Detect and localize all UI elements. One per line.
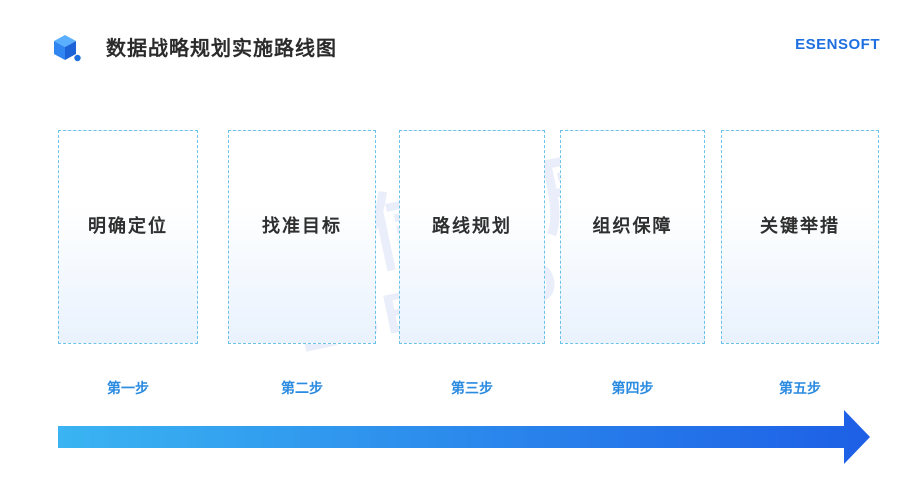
brand-logo: ESENSOFT bbox=[795, 36, 880, 53]
step-label-5: 第五步 bbox=[779, 381, 821, 397]
step-box-4: 组织保障 bbox=[560, 130, 705, 344]
page-title: 数据战略规划实施路线图 bbox=[106, 36, 337, 60]
step-label-3: 第三步 bbox=[451, 381, 493, 397]
step-label-2: 第二步 bbox=[281, 381, 323, 397]
step-label-4: 第四步 bbox=[611, 381, 654, 397]
arrow-right-icon bbox=[58, 410, 870, 464]
step-title: 关键举措 bbox=[760, 216, 840, 237]
step-title: 找准目标 bbox=[262, 216, 342, 237]
step-box-2: 找准目标 bbox=[228, 130, 376, 344]
step-box-1: 明确定位 bbox=[58, 130, 198, 344]
step-box-3: 路线规划 bbox=[399, 130, 545, 344]
step-box-5: 关键举措 bbox=[721, 130, 879, 344]
step-title: 组织保障 bbox=[592, 216, 673, 237]
cube-icon bbox=[54, 35, 81, 62]
step-label-1: 第一步 bbox=[107, 381, 149, 397]
step-title: 路线规划 bbox=[432, 216, 512, 237]
step-title: 明确定位 bbox=[88, 216, 168, 237]
